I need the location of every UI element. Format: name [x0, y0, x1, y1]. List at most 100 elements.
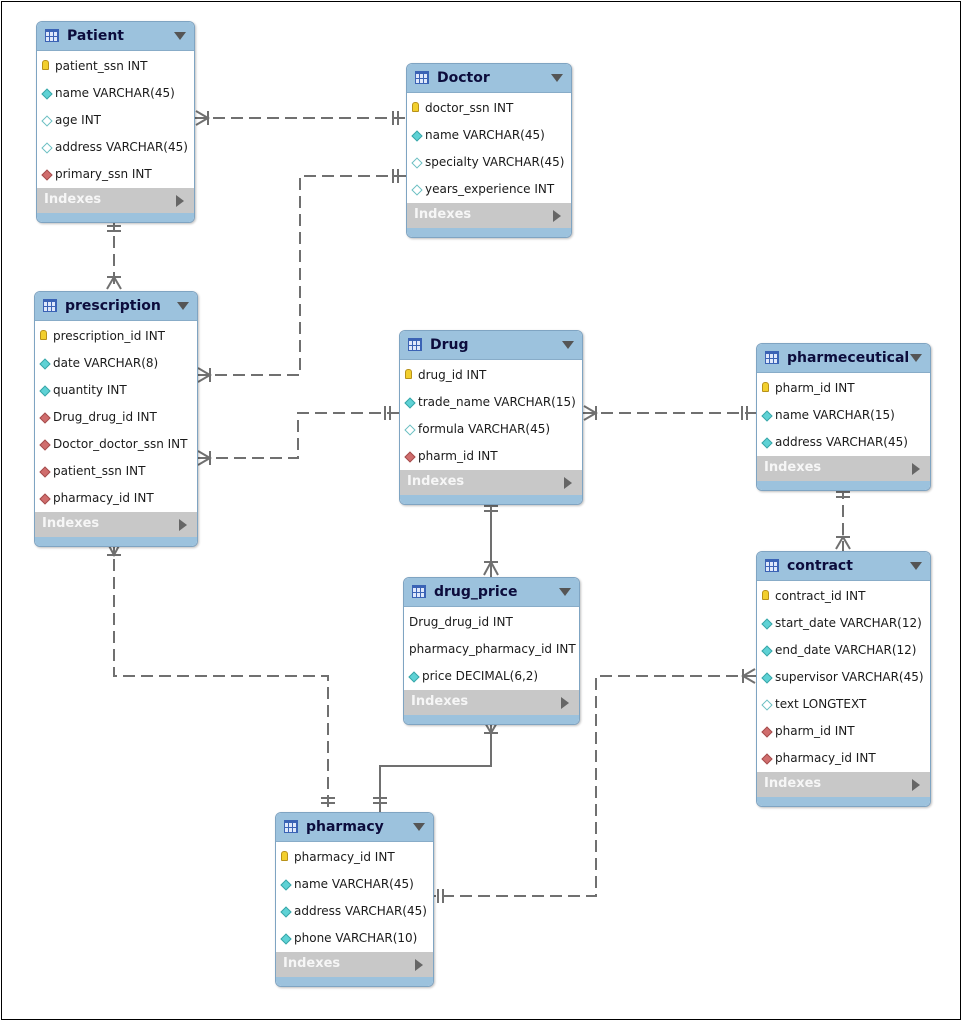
table-title: Patient	[67, 28, 124, 44]
table-header[interactable]: Patient	[37, 22, 194, 51]
indexes-bar[interactable]: Indexes	[37, 188, 194, 213]
dropdown-arrow-icon[interactable]	[559, 588, 571, 596]
column-row[interactable]: pharmacy_id INT	[276, 844, 433, 871]
column-row[interactable]: text LONGTEXT	[757, 691, 930, 718]
expand-arrow-icon[interactable]	[564, 477, 572, 489]
column-label: pharmacy_id INT	[294, 850, 395, 864]
column-row[interactable]: contract_id INT	[757, 583, 930, 610]
column-row[interactable]: prescription_id INT	[35, 323, 197, 350]
table-header[interactable]: drug_price	[404, 578, 579, 607]
expand-arrow-icon[interactable]	[553, 210, 561, 222]
column-row[interactable]: specialty VARCHAR(45)	[407, 149, 571, 176]
column-row[interactable]: pharm_id INT	[757, 375, 930, 402]
expand-arrow-icon[interactable]	[912, 463, 920, 475]
column-row[interactable]: doctor_ssn INT	[407, 95, 571, 122]
expand-arrow-icon[interactable]	[912, 779, 920, 791]
nullable-column-icon	[761, 699, 773, 711]
expand-arrow-icon[interactable]	[415, 959, 423, 971]
column-label: name VARCHAR(45)	[294, 877, 414, 891]
column-row[interactable]: quantity INT	[35, 377, 197, 404]
not-null-column-icon	[404, 397, 416, 409]
table-header[interactable]: contract	[757, 552, 930, 581]
dropdown-arrow-icon[interactable]	[413, 823, 425, 831]
indexes-label: Indexes	[283, 956, 341, 971]
indexes-bar[interactable]: Indexes	[276, 952, 433, 977]
column-row[interactable]: start_date VARCHAR(12)	[757, 610, 930, 637]
column-row[interactable]: age INT	[37, 107, 194, 134]
table-header[interactable]: pharmeceutical	[757, 344, 930, 373]
table-header[interactable]: prescription	[35, 292, 197, 321]
column-row[interactable]: phone VARCHAR(10)	[276, 925, 433, 952]
column-row[interactable]: supervisor VARCHAR(45)	[757, 664, 930, 691]
column-label: name VARCHAR(15)	[775, 408, 895, 422]
indexes-bar[interactable]: Indexes	[35, 512, 197, 537]
not-null-column-icon	[41, 88, 53, 100]
column-row[interactable]: Drug_drug_id INT	[35, 404, 197, 431]
indexes-bar[interactable]: Indexes	[757, 456, 930, 481]
column-row[interactable]: drug_id INT	[400, 362, 582, 389]
column-label: years_experience INT	[425, 182, 555, 196]
column-row[interactable]: formula VARCHAR(45)	[400, 416, 582, 443]
dropdown-arrow-icon[interactable]	[910, 354, 922, 362]
column-row[interactable]: pharmacy_id INT	[35, 485, 197, 512]
indexes-bar[interactable]: Indexes	[407, 203, 571, 228]
column-row[interactable]: pharmacy_pharmacy_id INT	[404, 636, 579, 663]
not-null-column-icon	[280, 933, 292, 945]
table-pharmeceutical[interactable]: pharmeceutical pharm_id INT name VARCHAR(…	[756, 343, 931, 491]
column-row[interactable]: price DECIMAL(6,2)	[404, 663, 579, 690]
indexes-bar[interactable]: Indexes	[404, 690, 579, 715]
column-row[interactable]: pharm_id INT	[400, 443, 582, 470]
column-row[interactable]: address VARCHAR(45)	[757, 429, 930, 456]
table-footer	[276, 977, 433, 986]
table-header[interactable]: Drug	[400, 331, 582, 360]
column-row[interactable]: Doctor_doctor_ssn INT	[35, 431, 197, 458]
table-icon	[412, 585, 426, 598]
indexes-bar[interactable]: Indexes	[757, 772, 930, 797]
expand-arrow-icon[interactable]	[561, 697, 569, 709]
expand-arrow-icon[interactable]	[179, 519, 187, 531]
table-doctor[interactable]: Doctor doctor_ssn INT name VARCHAR(45) spe…	[406, 63, 572, 238]
rel-doctor-prescription	[198, 175, 406, 376]
dropdown-arrow-icon[interactable]	[177, 302, 189, 310]
table-header[interactable]: pharmacy	[276, 813, 433, 842]
column-row[interactable]: end_date VARCHAR(12)	[757, 637, 930, 664]
column-label: age INT	[55, 113, 102, 127]
column-label: phone VARCHAR(10)	[294, 931, 418, 945]
primary-key-icon	[762, 382, 769, 392]
column-row[interactable]: pharmacy_id INT	[757, 745, 930, 772]
column-row[interactable]: trade_name VARCHAR(15)	[400, 389, 582, 416]
column-row[interactable]: name VARCHAR(45)	[37, 80, 194, 107]
table-icon	[415, 71, 429, 84]
nullable-column-icon	[404, 424, 416, 436]
dropdown-arrow-icon[interactable]	[174, 32, 186, 40]
indexes-bar[interactable]: Indexes	[400, 470, 582, 495]
table-header[interactable]: Doctor	[407, 64, 571, 93]
column-label: supervisor VARCHAR(45)	[775, 670, 924, 684]
primary-key-icon	[762, 590, 769, 600]
column-row[interactable]: years_experience INT	[407, 176, 571, 203]
table-pharmacy[interactable]: pharmacy pharmacy_id INT name VARCHAR(45)…	[275, 812, 434, 987]
column-row[interactable]: address VARCHAR(45)	[37, 134, 194, 161]
column-row[interactable]: address VARCHAR(45)	[276, 898, 433, 925]
dropdown-arrow-icon[interactable]	[562, 341, 574, 349]
column-row[interactable]: patient_ssn INT	[35, 458, 197, 485]
column-row[interactable]: patient_ssn INT	[37, 53, 194, 80]
column-row[interactable]: date VARCHAR(8)	[35, 350, 197, 377]
column-label: name VARCHAR(45)	[425, 128, 545, 142]
not-null-column-icon	[280, 879, 292, 891]
column-row[interactable]: Drug_drug_id INT	[404, 609, 579, 636]
column-row[interactable]: name VARCHAR(15)	[757, 402, 930, 429]
dropdown-arrow-icon[interactable]	[551, 74, 563, 82]
column-row[interactable]: pharm_id INT	[757, 718, 930, 745]
column-row[interactable]: primary_ssn INT	[37, 161, 194, 188]
dropdown-arrow-icon[interactable]	[910, 562, 922, 570]
table-icon	[765, 351, 779, 364]
column-row[interactable]: name VARCHAR(45)	[276, 871, 433, 898]
column-row[interactable]: name VARCHAR(45)	[407, 122, 571, 149]
expand-arrow-icon[interactable]	[176, 195, 184, 207]
